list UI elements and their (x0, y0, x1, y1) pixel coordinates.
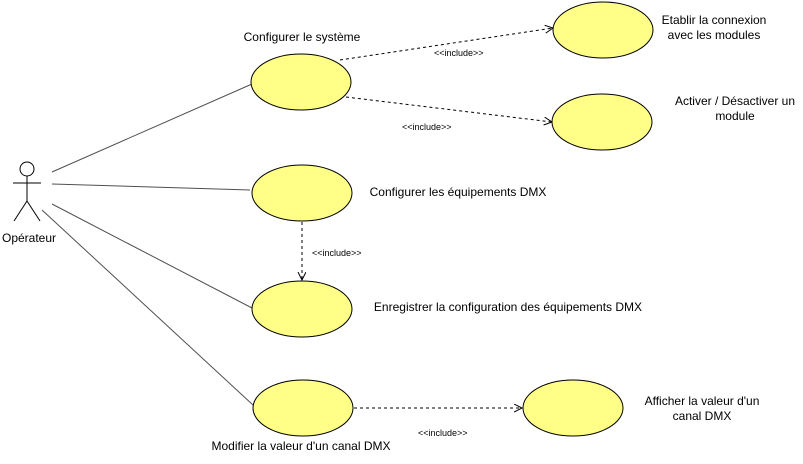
association-enregistrer-config (51, 203, 253, 309)
include-label-afficher: <<include>> (418, 428, 468, 438)
usecase-label-modifier-canal: Modifier la valeur d'un canal DMX (211, 439, 391, 453)
usecase-label-afficher-canal: Afficher la valeur d'un canal DMX (644, 394, 760, 423)
include-label-enregistrer: <<include>> (312, 248, 362, 258)
include-label-activer: <<include>> (402, 122, 452, 132)
association-modifier-canal (41, 209, 254, 406)
usecase-activer-module[interactable] (551, 93, 653, 151)
usecase-label-enregistrer-config: Enregistrer la configuration des équipem… (373, 300, 643, 314)
usecase-enregistrer-config[interactable] (251, 280, 353, 338)
association-configurer-systeme (51, 83, 253, 173)
include-label-connexion: <<include>> (434, 48, 484, 58)
association-configurer-dmx (51, 183, 251, 191)
usecase-configurer-dmx[interactable] (251, 164, 353, 222)
usecase-label-configurer-systeme: Configurer le système (243, 30, 361, 44)
usecase-configurer-systeme[interactable] (250, 53, 352, 111)
usecase-afficher-canal[interactable] (522, 379, 624, 437)
actor-label: Opérateur (1, 231, 57, 245)
include-arrow-activer (345, 96, 552, 122)
actor-figure[interactable] (13, 161, 41, 222)
usecase-label-etablir-connexion: Etablir la connexion avec les modules (661, 13, 767, 42)
usecase-etablir-connexion[interactable] (552, 1, 654, 59)
usecase-label-activer-module: Activer / Désactiver un module (674, 94, 796, 123)
usecase-label-configurer-dmx: Configurer les équipements DMX (369, 185, 547, 199)
usecase-modifier-canal[interactable] (252, 379, 354, 437)
